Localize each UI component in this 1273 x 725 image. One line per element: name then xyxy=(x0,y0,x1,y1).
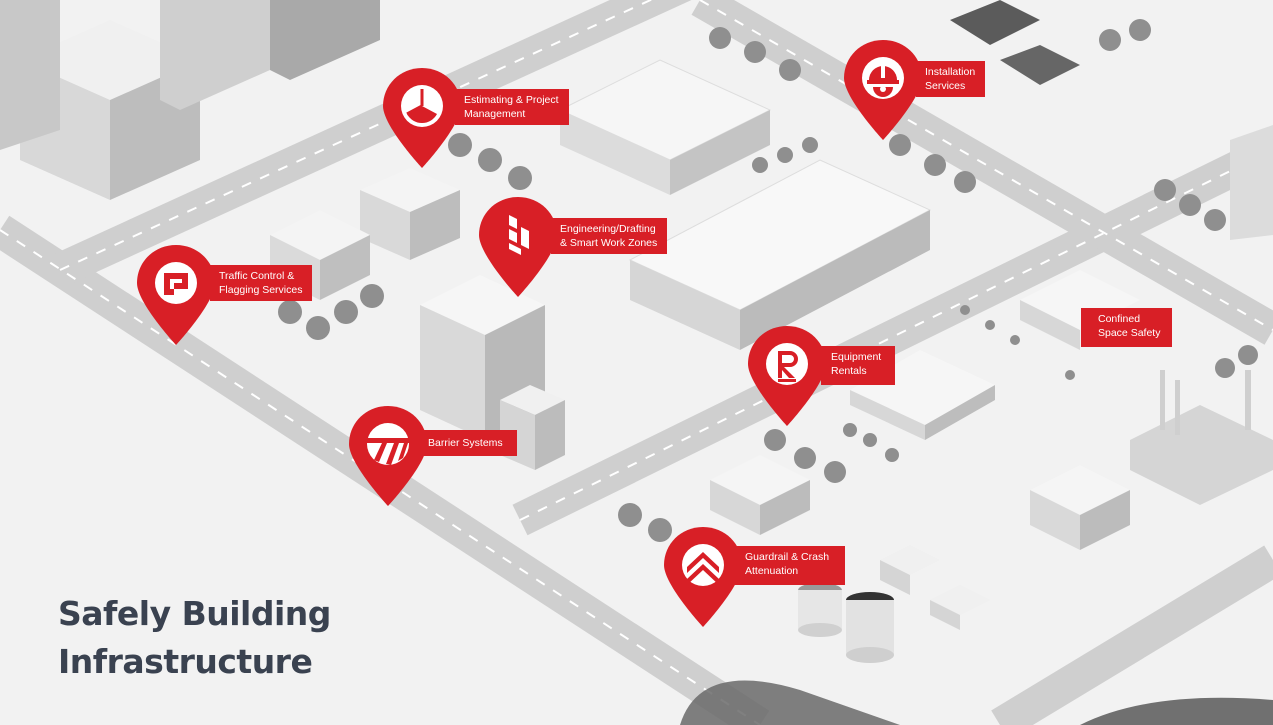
barrier-stripes-icon xyxy=(367,423,409,465)
label-line: Barrier Systems xyxy=(428,437,503,449)
pin-label: Barrier Systems xyxy=(420,430,517,456)
pin-label: Equipment Rentals xyxy=(821,346,896,385)
title-line-2: Infrastructure xyxy=(58,642,313,681)
pin-marker xyxy=(137,245,215,345)
pin-label: Guardrail & Crash Attenuation xyxy=(734,546,846,585)
pin-marker xyxy=(349,406,427,506)
label-line: Confined xyxy=(1098,313,1141,325)
label-line: Management xyxy=(464,108,526,120)
label-line: Space Safety xyxy=(1098,327,1161,339)
page-title: Safely Building Infrastructure xyxy=(58,590,331,686)
pin-label: Installation Services xyxy=(916,61,986,97)
pin-label: Engineering/Drafting & Smart Work Zones xyxy=(551,218,668,254)
drafting-icon xyxy=(509,215,529,255)
chevrons-up-icon xyxy=(682,544,724,586)
pin-label: Traffic Control & Flagging Services xyxy=(210,265,313,301)
label-line: Traffic Control & xyxy=(219,270,295,282)
label-line: Flagging Services xyxy=(219,284,303,296)
pin-label: Estimating & Project Management xyxy=(455,89,569,125)
label-line: Installation xyxy=(925,66,976,78)
label-line: Equipment xyxy=(831,351,882,363)
r-letter-icon xyxy=(766,343,808,385)
pin-marker xyxy=(664,527,742,627)
buildings xyxy=(270,0,1273,663)
title-line-1: Safely Building xyxy=(58,594,331,633)
pin-marker xyxy=(479,197,557,297)
label-line: Guardrail & Crash xyxy=(745,551,830,563)
tower-cluster xyxy=(0,0,380,200)
trees xyxy=(278,19,1258,542)
label-line: Rentals xyxy=(831,365,867,377)
pin-marker xyxy=(844,40,922,140)
pin-marker xyxy=(748,326,826,426)
label-line: Attenuation xyxy=(745,565,799,577)
pin-label: Confined Space Safety xyxy=(1081,308,1173,347)
label-line: & Smart Work Zones xyxy=(560,237,658,249)
label-line: Estimating & Project xyxy=(464,94,559,106)
pie-chart-icon xyxy=(401,85,443,127)
label-line: Engineering/Drafting xyxy=(560,223,656,235)
hard-hat-gear-icon xyxy=(862,57,904,99)
flag-icon xyxy=(155,262,197,304)
label-line: Services xyxy=(925,80,966,92)
pin-marker xyxy=(383,68,461,168)
